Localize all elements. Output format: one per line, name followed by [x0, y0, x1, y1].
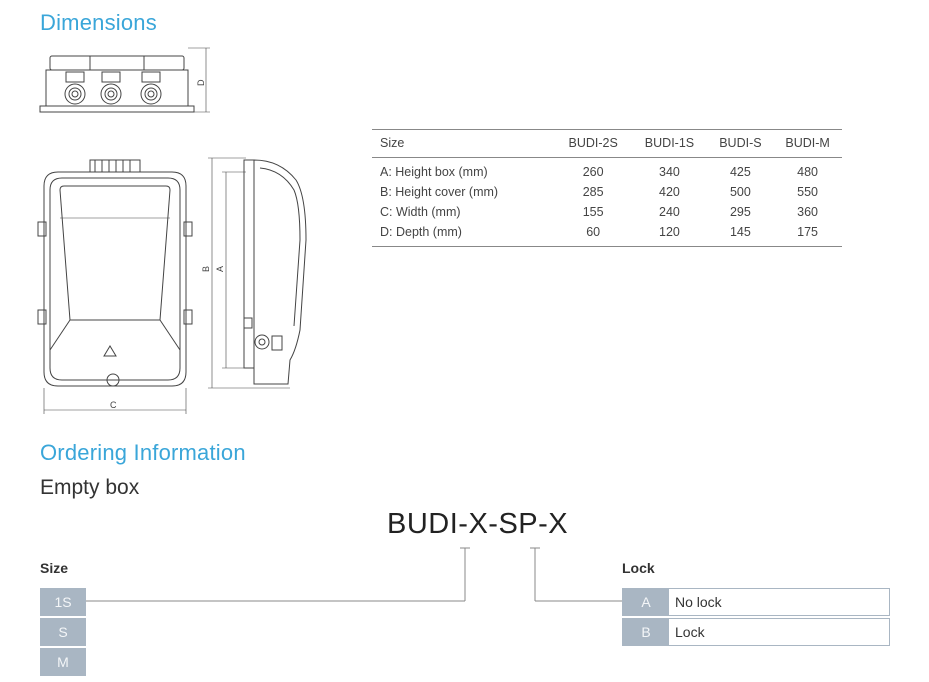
- table-cell: 240: [659, 205, 680, 219]
- top-view-drawing: [39, 47, 210, 113]
- ordering-heading: Ordering Information: [40, 440, 246, 465]
- front-view-drawing: [37, 159, 193, 414]
- row-label: B: Height cover (mm): [380, 185, 499, 199]
- table-cell: 145: [707, 222, 774, 247]
- table-cell: 175: [773, 222, 842, 247]
- label-a: A: [215, 266, 225, 272]
- table-cell: 360: [797, 205, 819, 219]
- table-cell: 295: [729, 205, 751, 219]
- table-row: A: Height box (mm) 260 340 425 480: [372, 158, 842, 183]
- table-row: D: Depth (mm) 60 120 145 175: [372, 222, 842, 247]
- table-cell: 260: [582, 165, 604, 179]
- lock-option-desc: No lock: [675, 594, 722, 610]
- header-budi-2s: BUDI-2S: [555, 129, 632, 158]
- table-cell: 120: [631, 222, 708, 247]
- table-cell: 340: [659, 165, 680, 179]
- size-group-title: Size: [40, 560, 69, 576]
- table-cell: 550: [797, 185, 819, 199]
- header-budi-m: BUDI-M: [773, 129, 842, 158]
- label-c: C: [110, 400, 117, 410]
- header-size: Size: [372, 129, 555, 158]
- table-cell: 425: [729, 165, 751, 179]
- size-option-m: M: [40, 648, 86, 676]
- lock-option-desc: Lock: [675, 624, 705, 640]
- lock-option-row: A No lock: [622, 588, 890, 616]
- side-view-drawing: [208, 157, 307, 389]
- lock-option-code: B: [623, 619, 669, 645]
- table-cell: 500: [729, 185, 751, 199]
- row-label: A: Height box (mm): [380, 165, 488, 179]
- row-label: D: Depth (mm): [372, 222, 555, 247]
- empty-box-subheading: Empty box: [40, 476, 140, 499]
- table-cell: 285: [582, 185, 604, 199]
- table-cell: 420: [659, 185, 680, 199]
- label-b: B: [201, 266, 211, 272]
- dimension-drawings: D B A C: [37, 47, 307, 414]
- header-budi-1s: BUDI-1S: [631, 129, 708, 158]
- lock-option-row: B Lock: [622, 618, 890, 646]
- header-budi-s: BUDI-S: [707, 129, 774, 158]
- table-cell: 480: [797, 165, 819, 179]
- table-row: B: Height cover (mm) 285 420 500 550: [372, 182, 842, 202]
- size-option-s: S: [40, 618, 86, 646]
- label-d: D: [196, 79, 206, 86]
- order-code: BUDI-X-SP-X: [387, 508, 569, 540]
- row-label: C: Width (mm): [380, 205, 461, 219]
- dimensions-heading: Dimensions: [40, 10, 157, 35]
- size-table: Size BUDI-2S BUDI-1S BUDI-S BUDI-M A: He…: [372, 129, 842, 247]
- table-header-row: Size BUDI-2S BUDI-1S BUDI-S BUDI-M: [372, 129, 842, 158]
- table-cell: 60: [555, 222, 632, 247]
- lock-group-title: Lock: [622, 560, 655, 576]
- table-row: C: Width (mm) 155 240 295 360: [372, 202, 842, 222]
- size-option-1s: 1S: [40, 588, 86, 616]
- lock-option-code: A: [623, 589, 669, 615]
- table-cell: 155: [582, 205, 604, 219]
